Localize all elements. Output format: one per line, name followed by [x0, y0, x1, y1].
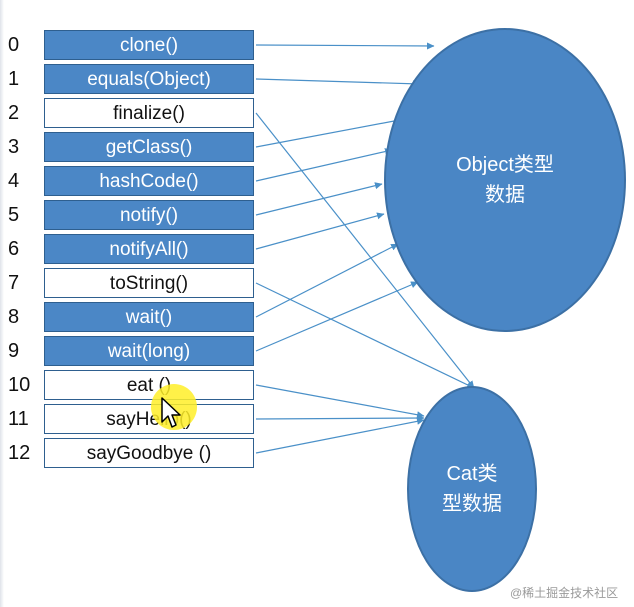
vtable-index: 12	[8, 442, 31, 464]
object-type-data-region: Object类型 数据	[384, 28, 626, 332]
arrow-to-object-data	[255, 212, 385, 250]
arrow-to-object-data	[255, 78, 421, 88]
vtable-index: 1	[8, 68, 20, 90]
arrow-to-object-data	[255, 148, 393, 182]
arrow-to-object-data	[255, 182, 383, 216]
method-slot-inherited: wait(long)	[44, 336, 254, 366]
vtable-index: 2	[8, 102, 20, 124]
method-slot-inherited: notifyAll()	[44, 234, 254, 264]
vtable-index: 6	[8, 238, 20, 260]
arrow-to-cat-data	[255, 417, 425, 454]
vtable-index: 4	[8, 170, 20, 192]
method-slot-cat: toString()	[44, 268, 254, 298]
arrow-to-cat-data	[255, 384, 425, 419]
method-slot-inherited: hashCode()	[44, 166, 254, 196]
vtable-index: 10	[8, 374, 31, 396]
method-slot-cat: finalize()	[44, 98, 254, 128]
watermark: @稀土掘金技术社区	[510, 586, 619, 600]
object-type-data-label: Object类型 数据	[456, 154, 554, 206]
vtable-index: 0	[8, 34, 20, 56]
vtable-index: 8	[8, 306, 20, 328]
vtable-index: 5	[8, 204, 20, 226]
method-slot-cat: sayGoodbye ()	[44, 438, 254, 468]
cat-type-data-region: Cat类 型数据	[407, 386, 537, 592]
method-slot-inherited: equals(Object)	[44, 64, 254, 94]
arrow-to-cat-data	[255, 282, 475, 389]
method-slot-inherited: notify()	[44, 200, 254, 230]
method-slot-inherited: clone()	[44, 30, 254, 60]
vtable-index: 7	[8, 272, 20, 294]
arrow-to-object-data	[255, 42, 435, 50]
arrow-to-cat-data	[255, 112, 475, 389]
mouse-pointer-icon	[161, 397, 181, 428]
arrow-to-object-data	[255, 281, 419, 352]
vtable-index: 3	[8, 136, 20, 158]
arrow-to-cat-data	[255, 414, 425, 422]
method-slot-inherited: wait()	[44, 302, 254, 332]
arrow-to-object-data	[255, 115, 411, 148]
vtable-index: 9	[8, 340, 20, 362]
cat-type-data-label: Cat类 型数据	[442, 463, 502, 515]
arrow-to-object-data	[255, 243, 399, 318]
method-slot-inherited: getClass()	[44, 132, 254, 162]
vtable-index: 11	[8, 408, 29, 430]
window-edge	[0, 0, 4, 607]
